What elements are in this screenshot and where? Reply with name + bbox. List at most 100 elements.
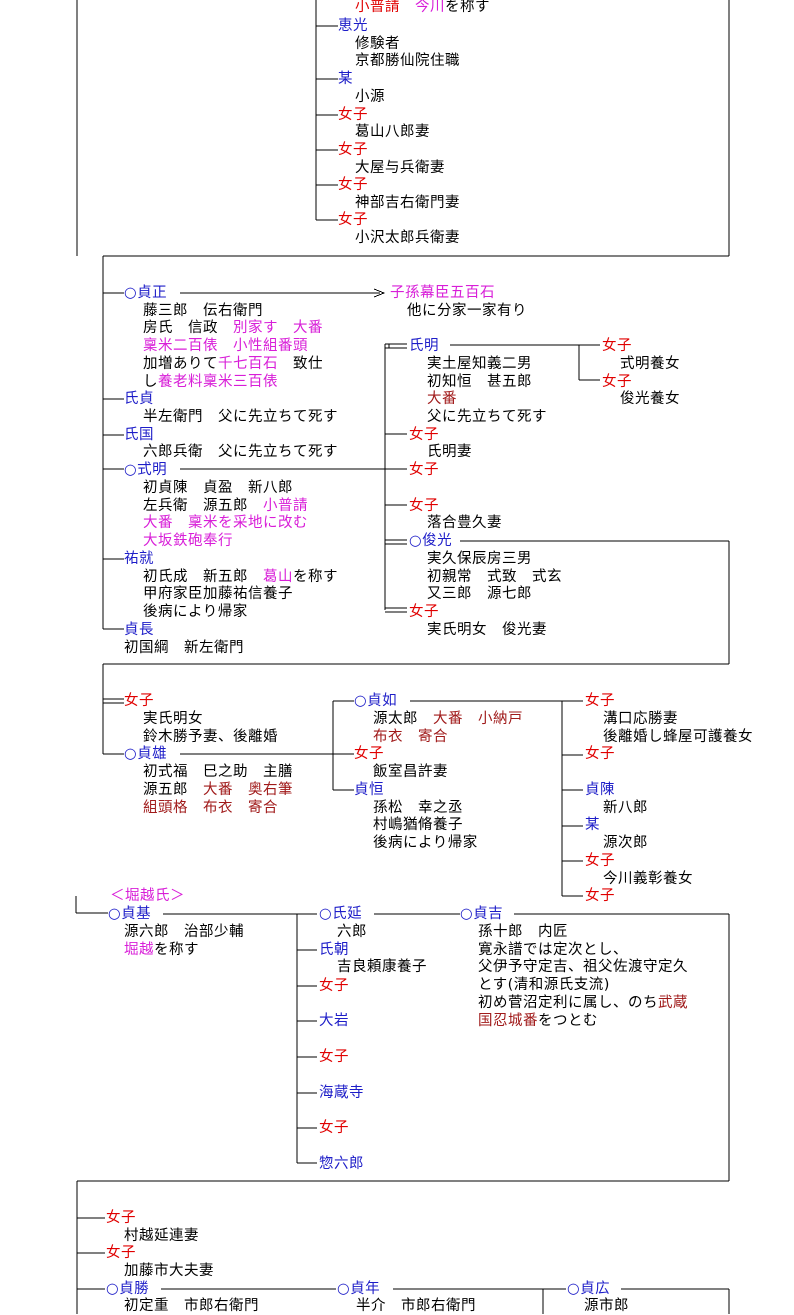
text-segment: 甲府家臣加藤祐信養子 bbox=[143, 586, 293, 602]
note-ujikuni: 六郎兵衛 父に先立ちて死す bbox=[143, 444, 338, 460]
person-daughter: 女子 bbox=[319, 978, 349, 994]
person-bo: 某 bbox=[338, 71, 353, 87]
note-sadayoshi-3: 父伊予守定吉、祖父佐渡守定久 bbox=[478, 958, 688, 976]
descendants-label: 子孫幕臣五百石 bbox=[390, 285, 495, 301]
person-daughter: 女子 bbox=[338, 142, 368, 158]
person-sadayuki: ○貞如 bbox=[354, 693, 398, 709]
person-daughter: 女子 bbox=[106, 1245, 136, 1261]
text-segment: 葛山 bbox=[263, 569, 293, 585]
note-daughter: 小沢太郎兵衛妻 bbox=[355, 230, 460, 246]
person-sadahiro: ○貞広 bbox=[567, 1281, 611, 1297]
note-sadamoto-2: 堀越を称す bbox=[124, 941, 199, 959]
text-segment: 父伊予守定吉、祖父佐渡守定久 bbox=[478, 959, 688, 975]
note-daughter-1: 実氏明女 bbox=[143, 711, 203, 727]
person-noriaki: ○式明 bbox=[124, 462, 168, 478]
text-segment: 源五郎 bbox=[143, 782, 203, 798]
note-sadamasa-3: 稟米二百俵 小性組番頭 bbox=[143, 337, 308, 355]
person-daughter: 女子 bbox=[602, 374, 632, 390]
person-sadatsune: 貞恒 bbox=[354, 782, 384, 798]
note-daughter: 神部吉右衛門妻 bbox=[355, 195, 460, 211]
note-sadao-2: 源五郎 大番 奥右筆 bbox=[143, 781, 293, 799]
text-segment: 初式福 巳之助 主膳 bbox=[143, 764, 293, 780]
note-daughter: 飯室昌許妻 bbox=[373, 764, 448, 780]
text-segment: を称す bbox=[154, 942, 199, 958]
person-daughter: 女子 bbox=[409, 604, 439, 620]
text-segment: をつとむ bbox=[538, 1013, 598, 1029]
text-segment: し bbox=[143, 374, 158, 390]
person-daughter: 女子 bbox=[338, 177, 368, 193]
text-segment: 実土屋知義二男 bbox=[427, 356, 532, 372]
note-eiko-1: 修験者 bbox=[355, 36, 400, 52]
person-ujiaki: 氏明 bbox=[409, 338, 439, 354]
text-segment: 大坂鉄砲奉行 bbox=[143, 533, 233, 549]
text-segment: 初貞陳 貞盈 新八郎 bbox=[143, 480, 293, 496]
note-daughter: 加藤市大夫妻 bbox=[124, 1263, 214, 1279]
note-noriaki-2: 左兵衛 源五郎 小普請 bbox=[143, 497, 308, 515]
note-sadamasa-2: 房氏 信政 別家す 大番 bbox=[143, 319, 323, 337]
note-sadahiro: 源市郎 bbox=[584, 1298, 629, 1314]
note-daughter: 落合豊久妻 bbox=[427, 515, 502, 531]
text-segment: 左兵衛 源五郎 bbox=[143, 498, 263, 514]
text-segment: 初知恒 甚五郎 bbox=[427, 374, 532, 390]
text-segment: を称す bbox=[293, 569, 338, 585]
person-toshimitsu: ○俊光 bbox=[409, 533, 453, 549]
person-daughter: 女子 bbox=[409, 498, 439, 514]
person-daughter: 女子 bbox=[354, 746, 384, 762]
person-daughter: 女子 bbox=[585, 888, 615, 904]
person-daughter: 女子 bbox=[338, 212, 368, 228]
note-sadayuki-2: 布衣 寄合 bbox=[373, 728, 448, 746]
person-sadao: ○貞雄 bbox=[124, 746, 168, 762]
note-daughter: 実氏明女 俊光妻 bbox=[427, 622, 547, 638]
note-sadayoshi-1: 孫十郎 内匠 bbox=[478, 923, 568, 941]
note-sadamasa-1: 藤三郎 伝右衛門 bbox=[143, 302, 263, 320]
note-bo: 源次郎 bbox=[603, 835, 648, 851]
person-daughter: 女子 bbox=[409, 427, 439, 443]
note-daughter-2: 後離婚し蜂屋可護養女 bbox=[603, 729, 753, 745]
text-segment: 孫十郎 内匠 bbox=[478, 924, 568, 940]
text-segment: 堀越 bbox=[124, 942, 154, 958]
text-segment: 大番 小納戸 bbox=[433, 711, 523, 727]
branch-family-note: 他に分家一家有り bbox=[407, 303, 527, 319]
note-sadayoshi-6: 国忍城番をつとむ bbox=[478, 1012, 598, 1030]
note-sadamasa-4: 加増ありて千七百石 致仕 bbox=[143, 355, 323, 373]
note-sadatsune-1: 孫松 幸之丞 bbox=[373, 800, 463, 816]
note-sadatoshi: 半介 市郎右衛門 bbox=[356, 1298, 476, 1314]
person-daughter: 女子 bbox=[319, 1049, 349, 1065]
person-daughter: 女子 bbox=[602, 338, 632, 354]
person-sadanobu: 貞陳 bbox=[585, 782, 615, 798]
note-noriaki-3: 大番 稟米を采地に改む bbox=[143, 514, 308, 532]
note-ujiaki-2: 初知恒 甚五郎 bbox=[427, 373, 532, 391]
text-segment: 初め菅沼定利に属し、のち bbox=[478, 995, 658, 1011]
note-sadatsune-3: 後病により帰家 bbox=[373, 835, 478, 851]
text-segment: 小普請 bbox=[263, 498, 308, 514]
person-sadatoshi: ○貞年 bbox=[337, 1281, 381, 1297]
text-segment: 千七百石 bbox=[218, 356, 278, 372]
note-ujiaki-1: 実土屋知義二男 bbox=[427, 355, 532, 373]
person-daughter: 女子 bbox=[319, 1120, 349, 1136]
person-sadamasa: ○貞正 bbox=[124, 285, 168, 301]
note-sukenari-3: 後病により帰家 bbox=[143, 603, 248, 621]
kofushin-note: 小普請 今川を称す bbox=[355, 0, 490, 16]
text-segment: 国忍城番 bbox=[478, 1013, 538, 1029]
person-sadanaga: 貞長 bbox=[124, 622, 154, 638]
note-ujitomo: 吉良頼康養子 bbox=[337, 959, 427, 975]
note-sadamasa-5: し養老料稟米三百俵 bbox=[143, 373, 278, 391]
note-toshimitsu-2: 初親常 式致 式玄 bbox=[427, 569, 562, 585]
note-sadatsune-2: 村嶋猶脩養子 bbox=[373, 817, 463, 833]
text-segment: 後病により帰家 bbox=[143, 604, 248, 620]
note-daughter: 葛山八郎妻 bbox=[355, 124, 430, 140]
note-bo: 小源 bbox=[355, 89, 385, 105]
note-daughter-1: 溝口応勝妻 bbox=[603, 711, 678, 727]
note-ujisada: 半左衛門 父に先立ちて死す bbox=[143, 409, 338, 425]
person-sadakatsu: ○貞勝 bbox=[106, 1281, 150, 1297]
person-eiko: 恵光 bbox=[338, 18, 368, 34]
note-sadakatsu: 初定重 市郎右衛門 bbox=[124, 1298, 259, 1314]
note-toshimitsu-3: 又三郎 源七郎 bbox=[427, 586, 532, 602]
text-segment: 大番 稟米を采地に改む bbox=[143, 515, 308, 531]
text-segment: 寛永譜では定次とし、 bbox=[478, 942, 628, 958]
text-segment: 房氏 信政 bbox=[143, 320, 233, 336]
horikoshi-clan-label: ＜堀越氏＞ bbox=[110, 888, 185, 904]
note-daughter: 式明養女 bbox=[620, 356, 680, 372]
note-ujinobu: 六郎 bbox=[337, 924, 367, 940]
